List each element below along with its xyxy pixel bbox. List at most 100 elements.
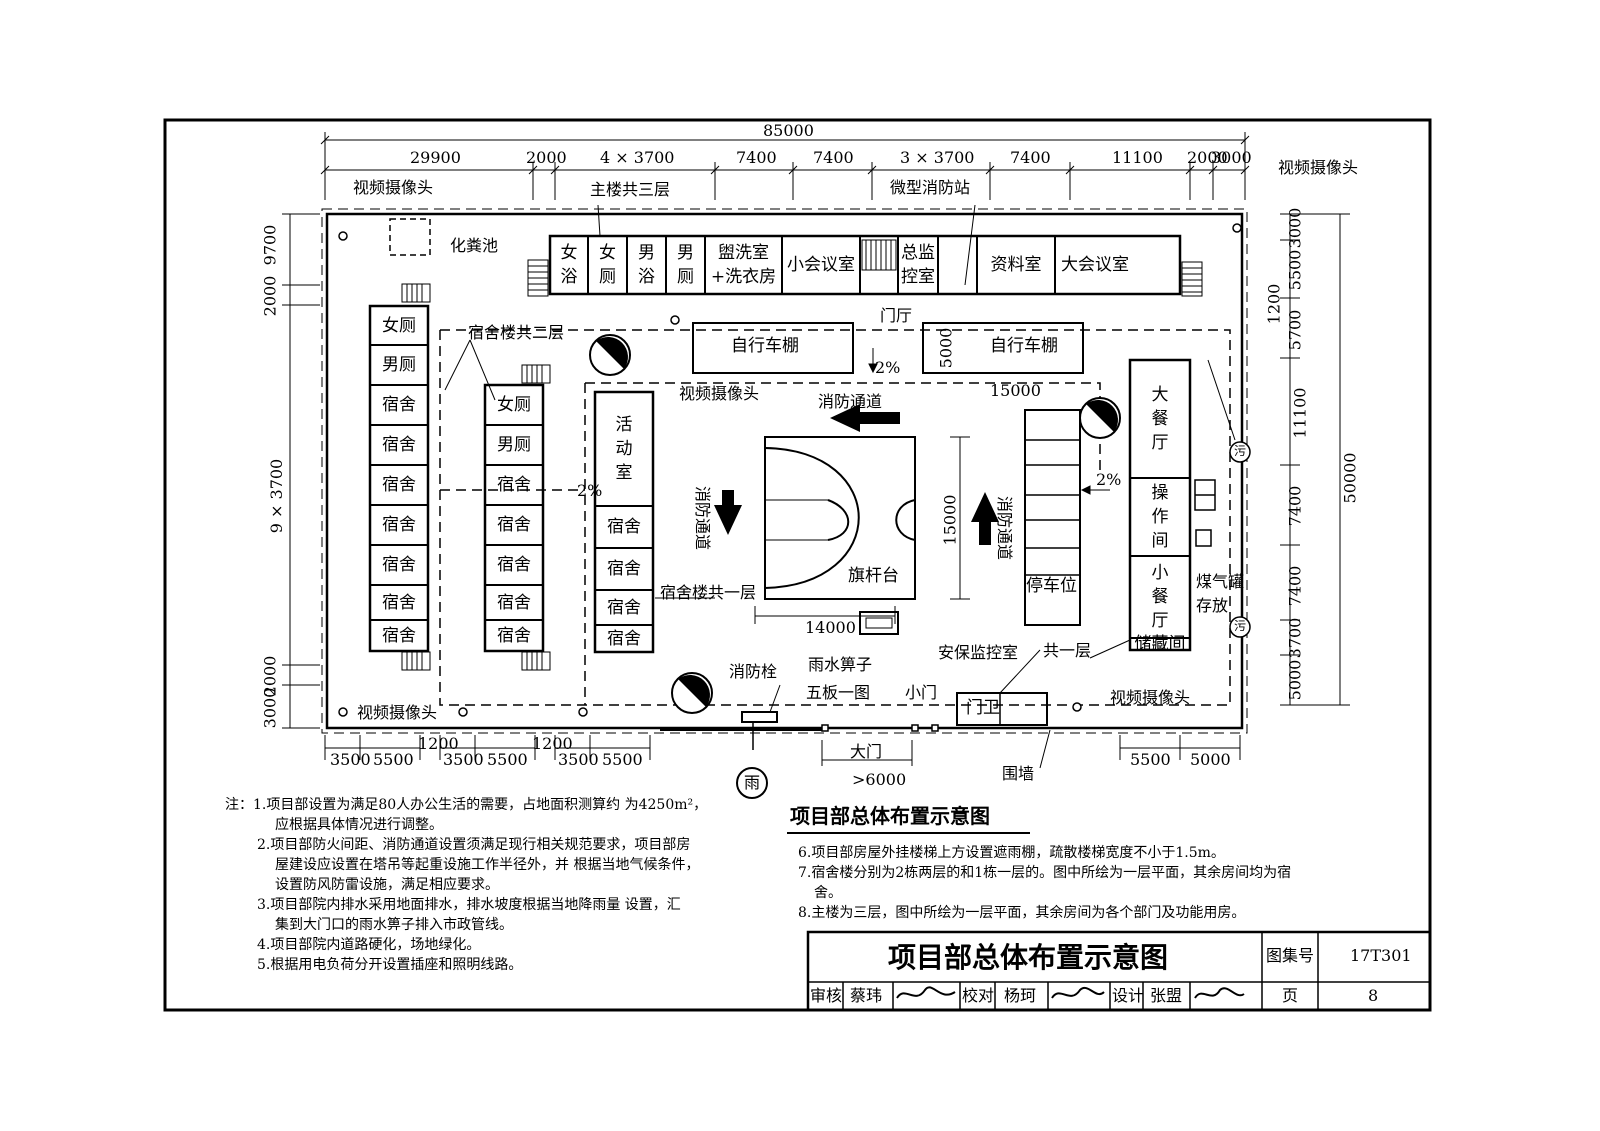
label-dorm-one: 宿舍楼共一层 <box>660 583 757 602</box>
dim-bike-height: 5000 <box>936 327 956 369</box>
label-main-gate: 大门 <box>850 742 883 761</box>
dorm-c-room-2: 宿舍 <box>607 559 641 579</box>
dim-top-1: 29900 <box>410 148 461 167</box>
dorm-b-room-4: 宿舍 <box>497 555 531 575</box>
rain-manhole <box>736 767 768 799</box>
dorm-a-room-7: 宿舍 <box>382 592 416 613</box>
dorm-a-outline <box>368 304 430 653</box>
dim-bottom-1: 3500 <box>330 750 371 769</box>
parking-stalls <box>1024 409 1081 626</box>
bike-shed-2-label: 自行车棚 <box>990 336 1058 356</box>
label-hydrant: 消防栓 <box>729 662 778 681</box>
title-block-review-label: 审核 <box>810 986 843 1005</box>
dorm-c-room-3: 宿舍 <box>607 597 641 618</box>
dorm-a-room-5: 宿舍 <box>382 515 416 535</box>
bike-shed-1 <box>692 322 854 374</box>
label-wall: 围墙 <box>1002 764 1035 783</box>
bike-shed-1-label: 自行车棚 <box>731 336 799 356</box>
dorm-b-room-2: 宿舍 <box>497 475 531 495</box>
label-fire-road-top: 消防通道 <box>818 392 883 411</box>
label-septic: 化粪池 <box>450 236 499 255</box>
dim-total: 85000 <box>763 121 814 140</box>
fence-dashed-line <box>321 208 1248 734</box>
dim-right-7: 3700 <box>1285 617 1305 659</box>
label-camera-5: 视频摄像头 <box>1110 688 1191 707</box>
note-line: 舍。 <box>814 885 842 901</box>
dim-top-9: 2000 <box>1187 148 1228 167</box>
signature-reviewer <box>896 986 956 999</box>
label-small-gate: 小门 <box>905 683 938 702</box>
main-rooms-room-8 <box>938 236 977 294</box>
canteen-room-1: 操 作 间 <box>1151 483 1169 551</box>
note-line: 集到大门口的雨水箅子排入市政管线。 <box>275 917 513 933</box>
main-rooms-room-4: 盥洗室 +洗衣房 <box>710 243 777 287</box>
label-fire-road-right: 消防通道 <box>995 495 1015 561</box>
label-camera-3: 视频摄像头 <box>679 384 760 403</box>
canteen-room-3: 储藏间 <box>1134 634 1186 654</box>
dorm-c-outline <box>593 390 655 654</box>
fire-hydrant-symbols <box>589 334 1121 714</box>
dorm-a-walls <box>370 344 428 621</box>
dorm-b-outline <box>483 383 545 653</box>
dorm-a-room-6: 宿舍 <box>382 555 416 575</box>
basketball-court <box>764 436 916 600</box>
dim-left-5: 3000 <box>260 687 280 729</box>
dim-bottom-3: 3500 <box>443 750 484 769</box>
note-line: 8.主楼为三层，图中所绘为一层平面，其余房间为各个部门及功能用房。 <box>798 905 1246 921</box>
canteen-room-0: 大 餐 厅 <box>1151 385 1169 453</box>
label-sewage-2: 污 <box>1234 619 1247 633</box>
dim-bottom-8: 5000 <box>1190 750 1231 769</box>
main-building-walls <box>587 236 1056 294</box>
dim-top-8: 11100 <box>1112 148 1163 167</box>
dim-court-height: 15000 <box>940 494 960 546</box>
sheet-frame <box>163 118 1432 1012</box>
note-line: 4.项目部院内道路硬化，场地绿化。 <box>257 937 481 953</box>
canteen-walls <box>1130 477 1190 639</box>
flagpole-platform <box>859 611 899 635</box>
left-dimension-lines <box>282 213 320 729</box>
dim-top-2: 2000 <box>526 148 567 167</box>
label-slope-2: 2% <box>577 481 603 500</box>
parking-label: 停车位 <box>1026 576 1077 596</box>
fire-road-dashed-lines <box>439 329 1231 706</box>
bike-shed-2 <box>922 322 1084 374</box>
dorm-c-room-1: 宿舍 <box>607 517 641 537</box>
dim-top-6: 3 × 3700 <box>900 148 975 167</box>
dorm-b-room-0: 女厕 <box>497 395 531 415</box>
label-one-floor: 共一层 <box>1043 641 1092 660</box>
dim-left-2: 2000 <box>260 275 280 317</box>
bottom-dimension-lines <box>324 606 1241 766</box>
dim-bottom-7: 5500 <box>1130 750 1171 769</box>
label-sewage-1: 污 <box>1234 444 1247 458</box>
dim-left-3: 9 × 3700 <box>267 458 287 534</box>
dim-bottom-2: 5500 <box>373 750 414 769</box>
label-security-room: 安保监控室 <box>938 643 1019 662</box>
note-line: 5.根据用电负荷分开设置插座和照明线路。 <box>257 957 523 973</box>
dorm-a-room-8: 宿舍 <box>382 625 416 646</box>
gatehouse-outline <box>956 692 1048 726</box>
stairs-hatching <box>401 239 1203 671</box>
dorm-a-room-0: 女厕 <box>382 315 416 336</box>
title-block-page-no: 8 <box>1368 986 1379 1005</box>
label-rain: 雨 <box>744 773 761 792</box>
sewage-manhole-1 <box>1229 441 1251 463</box>
label-gas: 煤气罐 存放 <box>1196 572 1245 615</box>
note-line: 屋建设应设置在塔吊等起重设施工作半径外，并 根据当地气候条件， <box>275 857 700 873</box>
main-rooms-room-2: 男 浴 <box>638 243 655 287</box>
dim-bottom-4: 5500 <box>487 750 528 769</box>
fire-road-arrows <box>714 404 999 545</box>
note-line: 6.项目部房屋外挂楼梯上方设置遮雨棚，疏散楼梯宽度不小于1.5m。 <box>798 845 1225 861</box>
right-dimension-lines <box>1280 213 1350 706</box>
note-line: 2.项目部防火间距、消防通道设置须满足现行相关规范要求，项目部房 <box>257 837 691 853</box>
dim-right-5: 7400 <box>1285 485 1305 527</box>
dim-court-width: 14000 <box>805 618 856 637</box>
main-rooms-room-6 <box>860 236 898 294</box>
dim-bottom-6: 5500 <box>602 750 643 769</box>
signature-designer <box>1194 987 1245 999</box>
dim-right-3: 5700 <box>1285 309 1305 351</box>
label-main-floors: 主楼共三层 <box>590 180 671 199</box>
dorm-b-room-5: 宿舍 <box>497 592 531 613</box>
title-block-grid <box>806 930 1432 1012</box>
gate-posts <box>821 724 939 732</box>
